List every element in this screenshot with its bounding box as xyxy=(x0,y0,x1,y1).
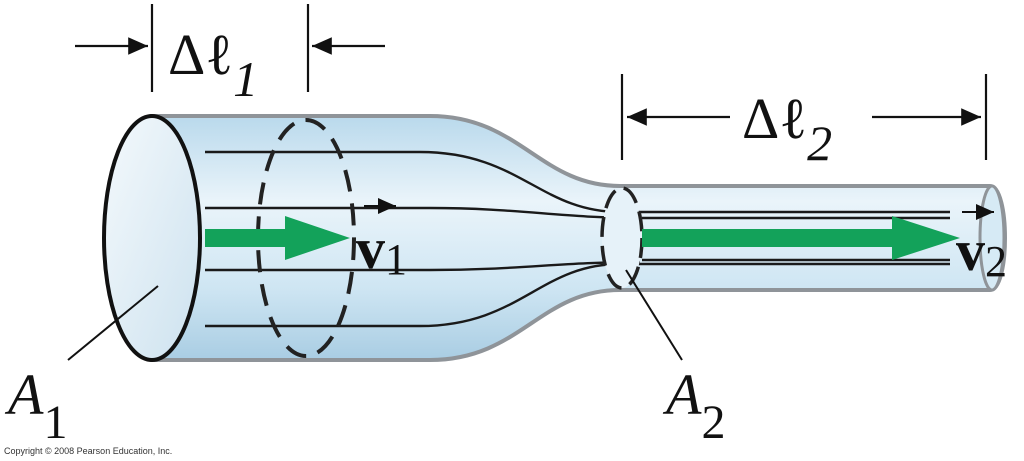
inlet-face xyxy=(102,114,202,362)
velocity-arrow-1 xyxy=(205,216,350,260)
a2-leader-line xyxy=(625,269,683,361)
v1-label: v1 xyxy=(356,216,407,284)
delta-l1-dimension xyxy=(75,4,385,92)
a1-label: A1 xyxy=(4,362,67,449)
delta-l1-label: Δℓ1 xyxy=(168,22,258,107)
cross-section-2 xyxy=(600,186,644,290)
delta-l2-label: Δℓ2 xyxy=(742,86,832,171)
a2-label: A2 xyxy=(662,362,725,449)
a1-leader-line xyxy=(67,285,159,361)
velocity-arrow-2 xyxy=(642,216,960,260)
delta-l2-dimension xyxy=(620,74,988,160)
copyright-notice: Copyright © 2008 Pearson Education, Inc. xyxy=(4,446,173,456)
v2-label: v2 xyxy=(956,218,1007,286)
